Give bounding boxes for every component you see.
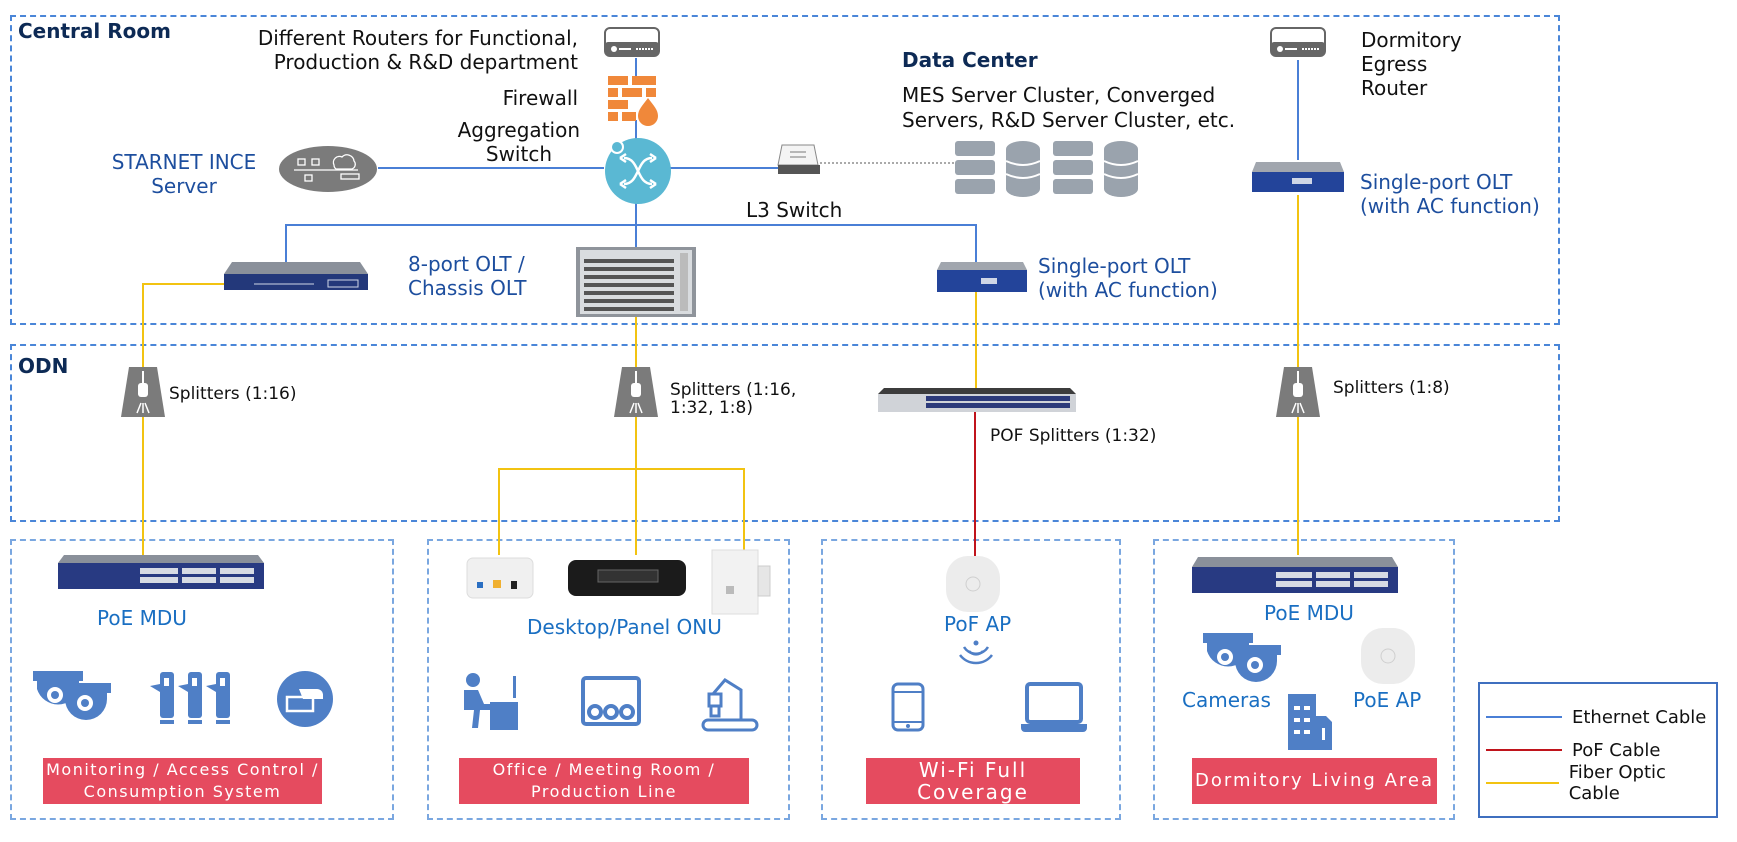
olt-8port-device [224,262,368,292]
starnet-label-line2: Server [151,174,217,198]
aggregation-label-line1: Aggregation [457,118,580,142]
firewall-label: Firewall [502,86,578,110]
pof-splitter-label: POF Splitters (1:32) [990,426,1157,446]
smartphone-icon [891,682,925,732]
banner-line2: Consumption System [83,782,282,801]
data-center-title: Data Center [902,48,1038,72]
olt-label-line2: Chassis OLT [408,276,527,300]
ethernet-cable-trunk [285,224,977,263]
legend-item-fiber: Fiber Optic Cable [1486,762,1716,804]
legend-label: Fiber Optic Cable [1568,762,1666,804]
legend-label: PoF Cable [1572,739,1661,761]
odn-zone [10,344,1560,522]
legend-swatch-fiber [1486,782,1559,784]
legend-label: Ethernet Cable [1572,706,1707,728]
turnstile-icon [148,672,240,724]
single-port-olt-device [937,262,1027,294]
legend-swatch-ethernet [1486,716,1562,718]
card-payment-icon [277,671,333,727]
central-room-title: Central Room [18,19,171,43]
access-zone-monitoring [10,539,394,820]
banner-line2: Production Line [530,782,678,801]
legend-item-ethernet: Ethernet Cable [1486,705,1706,729]
pof-ap-label: PoF AP [944,612,1012,636]
aggregation-label-line2: Switch [485,142,552,166]
banner-line1: Dormitory Living Area [1195,770,1434,791]
meeting-room-icon [581,676,641,728]
central-room-zone [10,15,1560,325]
odn-title: ODN [18,354,69,378]
office-worker-icon [460,672,524,730]
data-center-desc-line1: MES Server Cluster, Converged [902,83,1216,107]
legend-swatch-pof [1486,749,1562,751]
fiber-cable-olt8-splitter [142,283,225,555]
banner-line1: Office / Meeting Room / [492,760,716,779]
access-point-icon [1361,628,1415,684]
legend-item-pof: PoF Cable [1486,738,1660,762]
starnet-server-icon [278,145,378,193]
routers-label-line2: Production & R&D department [273,50,578,74]
chassis-olt-device [576,247,696,317]
dorm-poe-mdu-device [1192,557,1398,595]
desktop-onu-white-device [466,557,534,599]
fiber-cable-onu-branches [498,468,745,555]
splitter-icon [1276,367,1320,417]
pof-ap-device [946,556,1000,612]
scenario-banner-dormitory: Dormitory Living Area [1192,758,1437,804]
wifi-icon [958,640,994,665]
splitter-icon [614,367,658,417]
dorm-router-label-line3: Router [1361,76,1428,100]
banner-line1: Wi-Fi Full Coverage [917,758,1029,804]
dorm-single-port-olt-device [1252,162,1344,196]
olt-label-line1: 8-port OLT / [408,252,525,276]
cameras-label: Cameras [1182,688,1271,712]
l3-switch-icon [777,143,820,175]
desktop-onu-black-device [568,560,686,596]
banner-line1: Monitoring / Access Control / [46,760,319,779]
access-zone-office [427,539,790,820]
splitter2-label-line1: Splitters (1:16, [670,380,797,400]
dormitory-router-icon [1269,26,1327,58]
splitter4-label: Splitters (1:8) [1333,378,1450,398]
poe-mdu-device [58,555,264,591]
dorm-olt-label-line1: Single-port OLT [1360,170,1513,194]
scenario-banner-wifi: Wi-Fi Full Coverage [866,758,1080,804]
data-center-desc-line2: Servers, R&D Server Cluster, etc. [902,108,1236,132]
pof-splitter-device [878,388,1076,414]
splitter-icon [121,367,165,417]
single-olt-label-line1: Single-port OLT [1038,254,1191,278]
scenario-banner-office: Office / Meeting Room / Production Line [459,758,749,804]
panel-onu-device [711,549,772,615]
camera-icon [33,671,115,723]
poe-mdu-label: PoE MDU [97,606,187,630]
building-icon [1288,694,1332,750]
dorm-router-label-line1: Dormitory [1361,28,1462,52]
scenario-banner-monitoring: Monitoring / Access Control / Consumptio… [43,758,322,804]
access-zone-dormitory [1153,539,1455,820]
router-icon [603,26,661,58]
starnet-label-line1: STARNET INCE [111,150,257,174]
aggregation-switch-icon [600,134,672,204]
poe-ap-label: PoE AP [1353,688,1422,712]
dorm-olt-label-line2: (with AC function) [1360,194,1540,218]
splitter1-label: Splitters (1:16) [169,384,297,404]
laptop-icon [1021,682,1087,732]
onu-label: Desktop/Panel ONU [527,615,722,639]
l3-switch-label: L3 Switch [746,198,843,222]
camera-icon [1203,633,1285,685]
robot-arm-icon [701,676,759,732]
splitter2-label-line2: 1:32, 1:8) [670,398,753,418]
routers-label-line1: Different Routers for Functional, [257,26,578,50]
cable-legend: Ethernet Cable PoF Cable Fiber Optic Cab… [1478,682,1718,818]
dorm-router-label-line2: Egress [1361,52,1428,76]
server-cluster-icon [955,141,1140,197]
access-zone-wifi [821,539,1121,820]
single-olt-label-line2: (with AC function) [1038,278,1218,302]
dorm-poe-mdu-label: PoE MDU [1264,601,1354,625]
firewall-icon [608,76,664,126]
